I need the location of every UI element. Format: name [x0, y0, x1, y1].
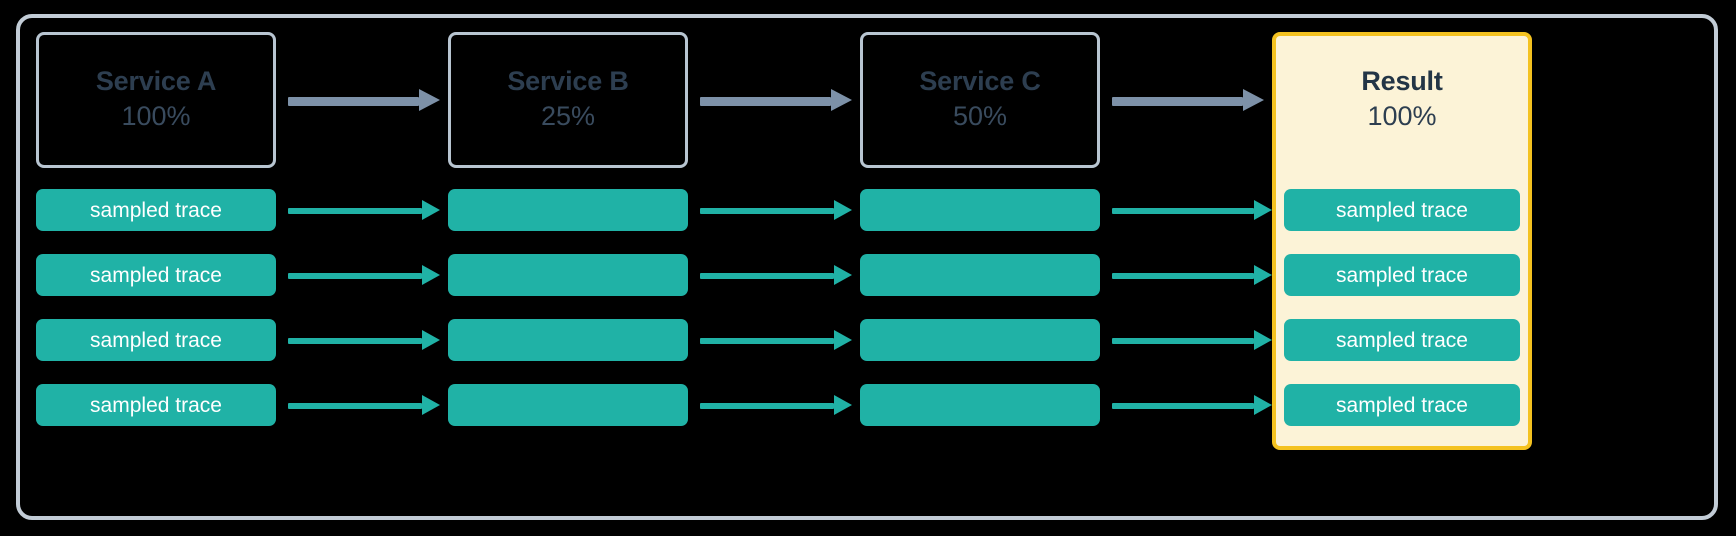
trace-bar-r2-service-c[interactable] — [860, 254, 1100, 296]
trace-connector-r4-a-to-b — [288, 395, 440, 415]
trace-bar-r4-service-b[interactable] — [448, 384, 688, 426]
stage-box-service-b[interactable]: Service B 25% — [448, 32, 688, 168]
diagram-outer-frame — [16, 14, 1718, 520]
trace-bar-label: sampled trace — [90, 263, 222, 287]
trace-bar-r4-result[interactable]: sampled trace — [1284, 384, 1520, 426]
trace-bar-r1-service-a[interactable]: sampled trace — [36, 189, 276, 231]
trace-connector-r3-b-to-c — [700, 330, 852, 350]
trace-connector-r3-a-to-b — [288, 330, 440, 350]
trace-bar-r1-result[interactable]: sampled trace — [1284, 189, 1520, 231]
stage-title-service-a: Service A — [95, 65, 217, 96]
trace-bar-r3-service-c[interactable] — [860, 319, 1100, 361]
stage-box-service-c[interactable]: Service C 50% — [860, 32, 1100, 168]
trace-connector-r1-b-to-c — [700, 200, 852, 220]
connector-service-c-to-result — [1112, 89, 1264, 111]
stage-percent-service-c: 50% — [952, 100, 1008, 131]
stage-box-service-a[interactable]: Service A 100% — [36, 32, 276, 168]
stage-title-service-b: Service B — [507, 65, 629, 96]
trace-bar-label: sampled trace — [90, 328, 222, 352]
trace-bar-label: sampled trace — [1336, 198, 1468, 222]
trace-bar-r3-service-a[interactable]: sampled trace — [36, 319, 276, 361]
stage-title-service-c: Service C — [919, 65, 1041, 96]
result-highlight-panel — [1272, 32, 1532, 450]
trace-bar-r2-service-a[interactable]: sampled trace — [36, 254, 276, 296]
trace-bar-r4-service-c[interactable] — [860, 384, 1100, 426]
trace-connector-r3-c-to-result — [1112, 330, 1272, 350]
trace-bar-label: sampled trace — [1336, 328, 1468, 352]
trace-connector-r4-c-to-result — [1112, 395, 1272, 415]
trace-bar-r2-service-b[interactable] — [448, 254, 688, 296]
trace-connector-r1-c-to-result — [1112, 200, 1272, 220]
stage-percent-service-a: 100% — [121, 100, 191, 131]
trace-bar-r2-result[interactable]: sampled trace — [1284, 254, 1520, 296]
trace-connector-r2-b-to-c — [700, 265, 852, 285]
trace-connector-r2-c-to-result — [1112, 265, 1272, 285]
trace-connector-r1-a-to-b — [288, 200, 440, 220]
trace-connector-r4-b-to-c — [700, 395, 852, 415]
trace-bar-label: sampled trace — [1336, 263, 1468, 287]
trace-bar-r4-service-a[interactable]: sampled trace — [36, 384, 276, 426]
connector-service-a-to-service-b — [288, 89, 440, 111]
trace-bar-r3-service-b[interactable] — [448, 319, 688, 361]
stage-percent-service-b: 25% — [540, 100, 596, 131]
connector-service-b-to-service-c — [700, 89, 852, 111]
trace-connector-r2-a-to-b — [288, 265, 440, 285]
trace-bar-label: sampled trace — [1336, 393, 1468, 417]
trace-bar-r3-result[interactable]: sampled trace — [1284, 319, 1520, 361]
trace-bar-r1-service-b[interactable] — [448, 189, 688, 231]
trace-bar-label: sampled trace — [90, 198, 222, 222]
trace-bar-r1-service-c[interactable] — [860, 189, 1100, 231]
trace-bar-label: sampled trace — [90, 393, 222, 417]
